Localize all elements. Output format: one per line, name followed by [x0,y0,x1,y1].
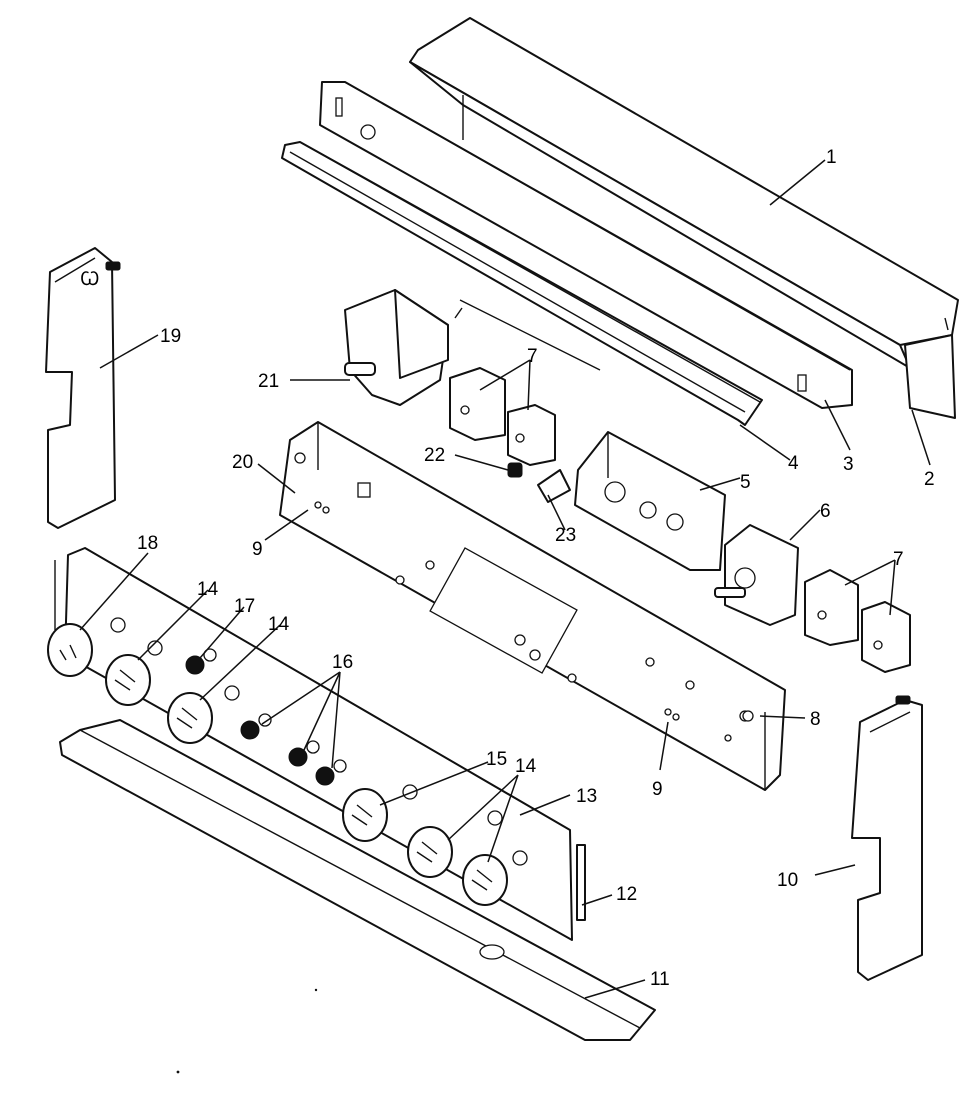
part-14-knob-1 [105,654,151,706]
callout-labels: 1 2 3 4 5 6 7 7 8 9 9 10 11 12 13 14 14 … [137,147,935,990]
callout-19: 19 [160,326,181,347]
part-7-switches-lower [804,569,911,673]
part-4-channel-strip [281,141,763,426]
part-21-clock-motor [344,289,601,406]
callout-14-b: 14 [268,614,290,635]
part-6-infinite-switch [714,524,799,626]
callout-5: 5 [740,472,751,493]
part-11-bottom-channel [59,719,656,1041]
part-15-oven-knob [342,788,388,842]
part-10-right-side-trim [851,695,923,981]
callout-11: 11 [650,969,670,990]
callout-7-upper: 7 [527,346,538,367]
part-8-screw [742,710,754,722]
callout-12: 12 [616,884,637,905]
part-9-clip-upper [314,501,330,514]
callout-17: 17 [234,596,255,617]
callout-10: 10 [777,870,798,891]
part-7-switches-upper [449,367,556,466]
part-14-knob-4 [462,854,508,906]
callout-6: 6 [820,501,831,522]
part-3-rear-bracket [319,81,853,409]
part-16-push-knob-2 [288,740,320,767]
part-5-oven-control [574,431,726,571]
part-20-control-panel [279,421,786,791]
callout-20: 20 [232,452,253,473]
callout-23: 23 [555,525,576,546]
callout-9-upper: 9 [252,539,263,560]
part-19-left-side-trim: Ꞷ [45,247,121,529]
part-1-trim-cap [409,17,959,419]
speck [314,988,318,992]
callout-14-c: 14 [515,756,537,777]
callout-18: 18 [137,533,158,554]
part-9-clip-lower [664,708,680,721]
part-17-push-knob [185,648,217,675]
part-23-bulb-holder [537,469,571,503]
callout-1: 1 [826,147,837,168]
callout-15: 15 [486,749,507,770]
callout-9-lower: 9 [652,779,663,800]
part-14-knob-2 [167,692,213,744]
callout-2: 2 [924,469,935,490]
callout-22: 22 [424,445,445,466]
part-14-knob-3 [407,826,453,878]
callout-13: 13 [576,786,597,807]
callout-14-a: 14 [197,579,219,600]
callout-21: 21 [258,371,279,392]
part-12-strip [576,844,586,921]
part-22-screw [507,462,523,478]
callout-8: 8 [810,709,821,730]
callout-7-lower: 7 [893,549,904,570]
callout-3: 3 [843,454,854,475]
part-16-push-knob-1 [240,713,272,740]
svg-text:Ꞷ: Ꞷ [80,269,100,290]
callout-16: 16 [332,652,353,673]
part-18-clock-knob [47,560,93,677]
part-16-push-knob-3 [315,759,347,786]
leader-lines [79,159,931,999]
speck [176,1070,180,1074]
callout-4: 4 [788,453,799,474]
